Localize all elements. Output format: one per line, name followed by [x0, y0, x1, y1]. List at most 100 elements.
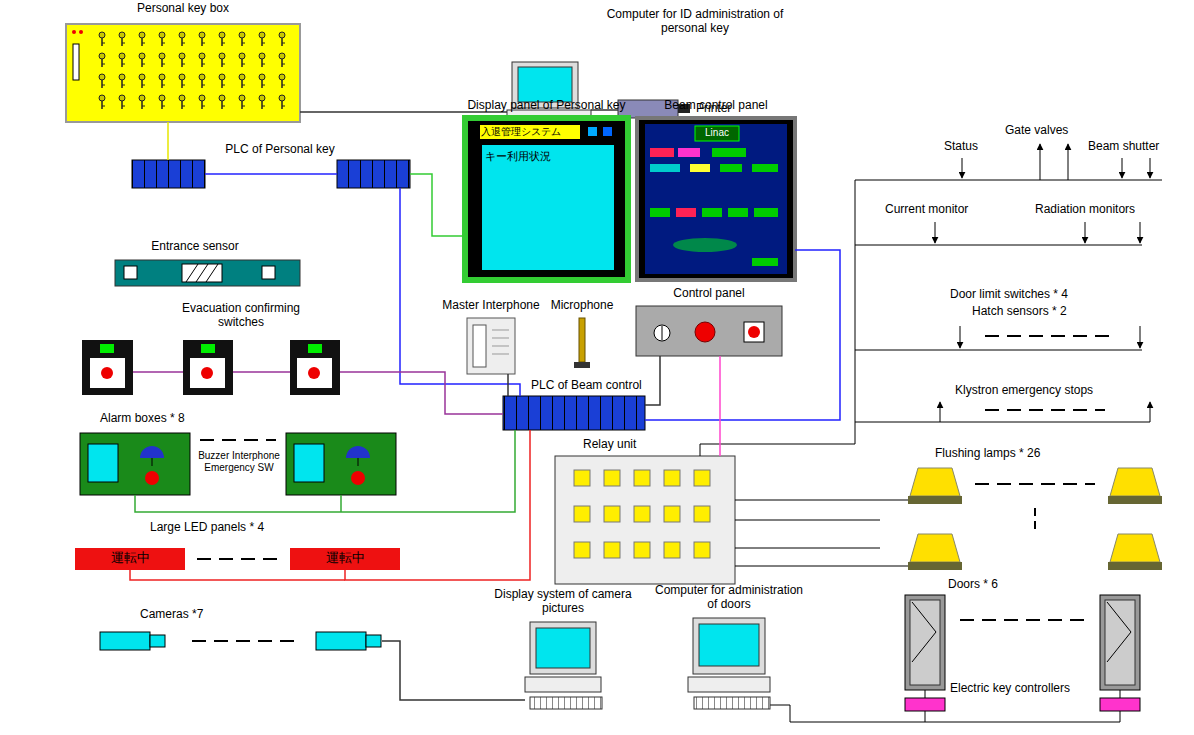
control-panel-art: [636, 306, 782, 356]
flushing-lamp-art: [1108, 562, 1162, 570]
signal-wire: [645, 356, 660, 405]
door-art: [1100, 698, 1140, 711]
door-art: [912, 602, 936, 662]
flushing-lamp-art: [910, 468, 960, 496]
screen-header: 入退管理システム: [481, 126, 579, 138]
camera-display-art: [525, 677, 601, 692]
signal-bus: [855, 422, 1150, 423]
flushing-lamp-art: [910, 534, 960, 562]
part-label: Hatch sensors * 2: [972, 305, 1067, 319]
switch-group: Evacuation confirming switches: [82, 340, 340, 396]
signal-wire: [645, 250, 840, 420]
node-heading: Control panel: [636, 287, 782, 301]
alarm-box-group: Alarm boxes * 8Buzzer Interphone Emergen…: [80, 433, 396, 495]
evacuation-switch-art: [297, 358, 332, 388]
door-art: [910, 600, 940, 685]
node-heading: Personal key box: [66, 2, 300, 16]
key-box-art: [79, 30, 83, 34]
alarm-box-art: [145, 471, 159, 485]
beam-panel-art: [702, 208, 722, 217]
signal-bus: [1140, 326, 1141, 348]
evacuation-switch-art: [190, 358, 225, 388]
node-heading: Large LED panels * 4: [150, 521, 264, 535]
door-art: [770, 595, 1140, 722]
camera-art: [192, 640, 295, 642]
beam-panel-art: [650, 208, 670, 217]
signal-bus: [855, 245, 1142, 246]
door-computer-art: [688, 618, 770, 709]
part-label: Electric key controllers: [950, 682, 1070, 696]
evacuation-switch-art: [290, 340, 340, 395]
part-label: Doors * 6: [948, 578, 998, 592]
microphone-art: [574, 318, 590, 368]
led-panel: 運転中: [75, 548, 185, 570]
entrance-sensor-art: [186, 264, 218, 282]
microphone-art: [574, 362, 590, 368]
beam-panel-art: [673, 238, 737, 252]
camera-display-art: [525, 622, 602, 709]
display-panel: Display panel of Personal key入退管理システムキー利…: [465, 118, 628, 280]
beam-panel-art: [678, 148, 700, 157]
camera-display-art: [536, 628, 590, 668]
screen-text: キー利用状況: [485, 150, 595, 163]
node-heading: Evacuation confirming switches: [176, 302, 306, 330]
node-heading: Master Interphone: [439, 299, 543, 313]
signal-wire: [507, 374, 509, 396]
evacuation-switch-art: [90, 358, 125, 388]
beam-panel-art: [754, 208, 778, 217]
flushing-lamp-art: [908, 496, 962, 504]
plc-art: [205, 173, 337, 175]
signal-wire: [345, 430, 530, 580]
microphone: Microphone: [576, 318, 588, 370]
door-computer-art: [688, 677, 770, 692]
node-heading: Microphone: [532, 299, 632, 313]
id-computer-art: [518, 67, 572, 102]
microphone-art: [579, 318, 585, 362]
plc-unit: PLC of Personal key: [132, 160, 410, 188]
door-art: [905, 595, 945, 690]
door-art: [1105, 600, 1135, 685]
display-panel-art: [465, 118, 628, 280]
key-box-art: [95, 30, 295, 114]
beam-panel-art: [695, 126, 739, 141]
control-panel-art: [662, 326, 663, 340]
interphone: Master Interphone: [467, 318, 515, 374]
alarm-box-art: [200, 439, 276, 441]
part-label: Door limit switches * 4: [950, 288, 1068, 302]
led-panel-art: [130, 570, 345, 580]
beam-panel-art: [676, 208, 696, 217]
node-heading: PLC of Beam control: [531, 379, 642, 393]
signal-bus: [935, 222, 936, 243]
node-heading: Entrance sensor: [115, 240, 275, 254]
alarm-box-art: [294, 444, 324, 482]
control-panel-art: [744, 322, 764, 342]
flushing-lamp-art: [1110, 534, 1160, 562]
alarm-box-art: [80, 433, 190, 495]
key-box: Personal key box: [66, 24, 300, 122]
led-panel-group: Large LED panels * 4運転中運転中: [75, 548, 400, 570]
node-heading: Display system of camera pictures: [478, 588, 648, 616]
alarm-box-art: [152, 458, 153, 466]
flushing-lamp-art: [1034, 508, 1036, 530]
display-panel-art: [480, 125, 580, 139]
beam-panel-art: [752, 258, 778, 266]
node-heading: Alarm boxes * 8: [100, 412, 185, 426]
flushing-lamp-art: [1108, 496, 1162, 504]
key-box-art: [66, 24, 300, 122]
key-box-art: [72, 30, 76, 34]
plc-unit: PLC of Beam control: [503, 396, 645, 430]
camera-group: Cameras *7: [100, 628, 382, 654]
beam-panel-art: [728, 208, 748, 217]
signal-wire: [340, 372, 503, 414]
flushing-lamp-art: [975, 483, 1095, 485]
evacuation-switch-art: [201, 344, 215, 353]
alarm-box-art: [340, 495, 342, 512]
led-panel-art: [197, 558, 280, 560]
alarm-box-art: [88, 444, 118, 482]
entrance-sensor-art: [262, 266, 275, 279]
beam-panel-art: [637, 118, 795, 280]
plc-art: [503, 396, 645, 430]
signal-wire: [167, 122, 169, 160]
